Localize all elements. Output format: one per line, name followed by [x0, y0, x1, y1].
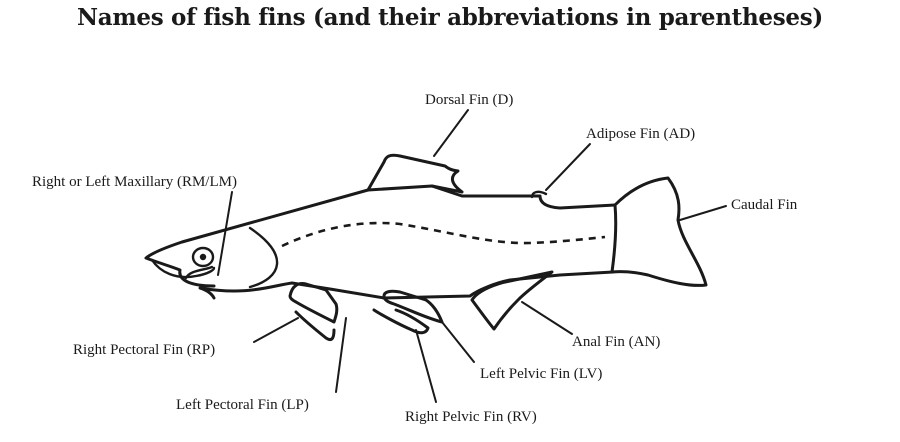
eye-outer — [191, 246, 215, 268]
dorsal-fin — [366, 153, 464, 194]
label-left-pelvic-fin: Left Pelvic Fin (LV) — [480, 366, 602, 382]
label-left-pectoral-fin: Left Pectoral Fin (LP) — [176, 397, 309, 413]
diagram-title: Names of fish fins (and their abbreviati… — [77, 4, 823, 31]
label-maxillary: Right or Left Maxillary (RM/LM) — [32, 174, 237, 190]
maxillary-outline — [184, 265, 214, 280]
leader-left-pelvic — [441, 321, 475, 363]
fish-body-outline — [144, 184, 617, 300]
caudal-fin — [610, 176, 708, 287]
left-pectoral-fin — [294, 310, 336, 342]
leader-dorsal — [433, 109, 469, 157]
leader-right-pectoral — [253, 317, 299, 343]
leader-left-pectoral — [335, 317, 347, 393]
left-pelvic-fin — [372, 308, 430, 335]
gill-cover — [248, 226, 279, 289]
lateral-line — [281, 221, 606, 248]
adipose-fin — [530, 190, 548, 199]
label-adipose-fin: Adipose Fin (AD) — [586, 126, 695, 142]
leader-adipose — [545, 143, 591, 191]
leader-right-pelvic — [415, 329, 437, 403]
leader-caudal — [679, 205, 727, 221]
anal-fin — [470, 270, 554, 331]
label-dorsal-fin: Dorsal Fin (D) — [425, 92, 513, 108]
label-caudal-fin: Caudal Fin — [731, 197, 798, 213]
label-anal-fin: Anal Fin (AN) — [572, 334, 660, 350]
eye-pupil — [199, 253, 207, 261]
right-pectoral-fin — [288, 282, 339, 324]
leader-anal — [521, 301, 573, 335]
lower-jaw — [150, 258, 216, 279]
leader-maxillary — [217, 191, 233, 276]
label-right-pelvic-fin: Right Pelvic Fin (RV) — [405, 409, 537, 425]
label-right-pectoral-fin: Right Pectoral Fin (RP) — [73, 342, 215, 358]
